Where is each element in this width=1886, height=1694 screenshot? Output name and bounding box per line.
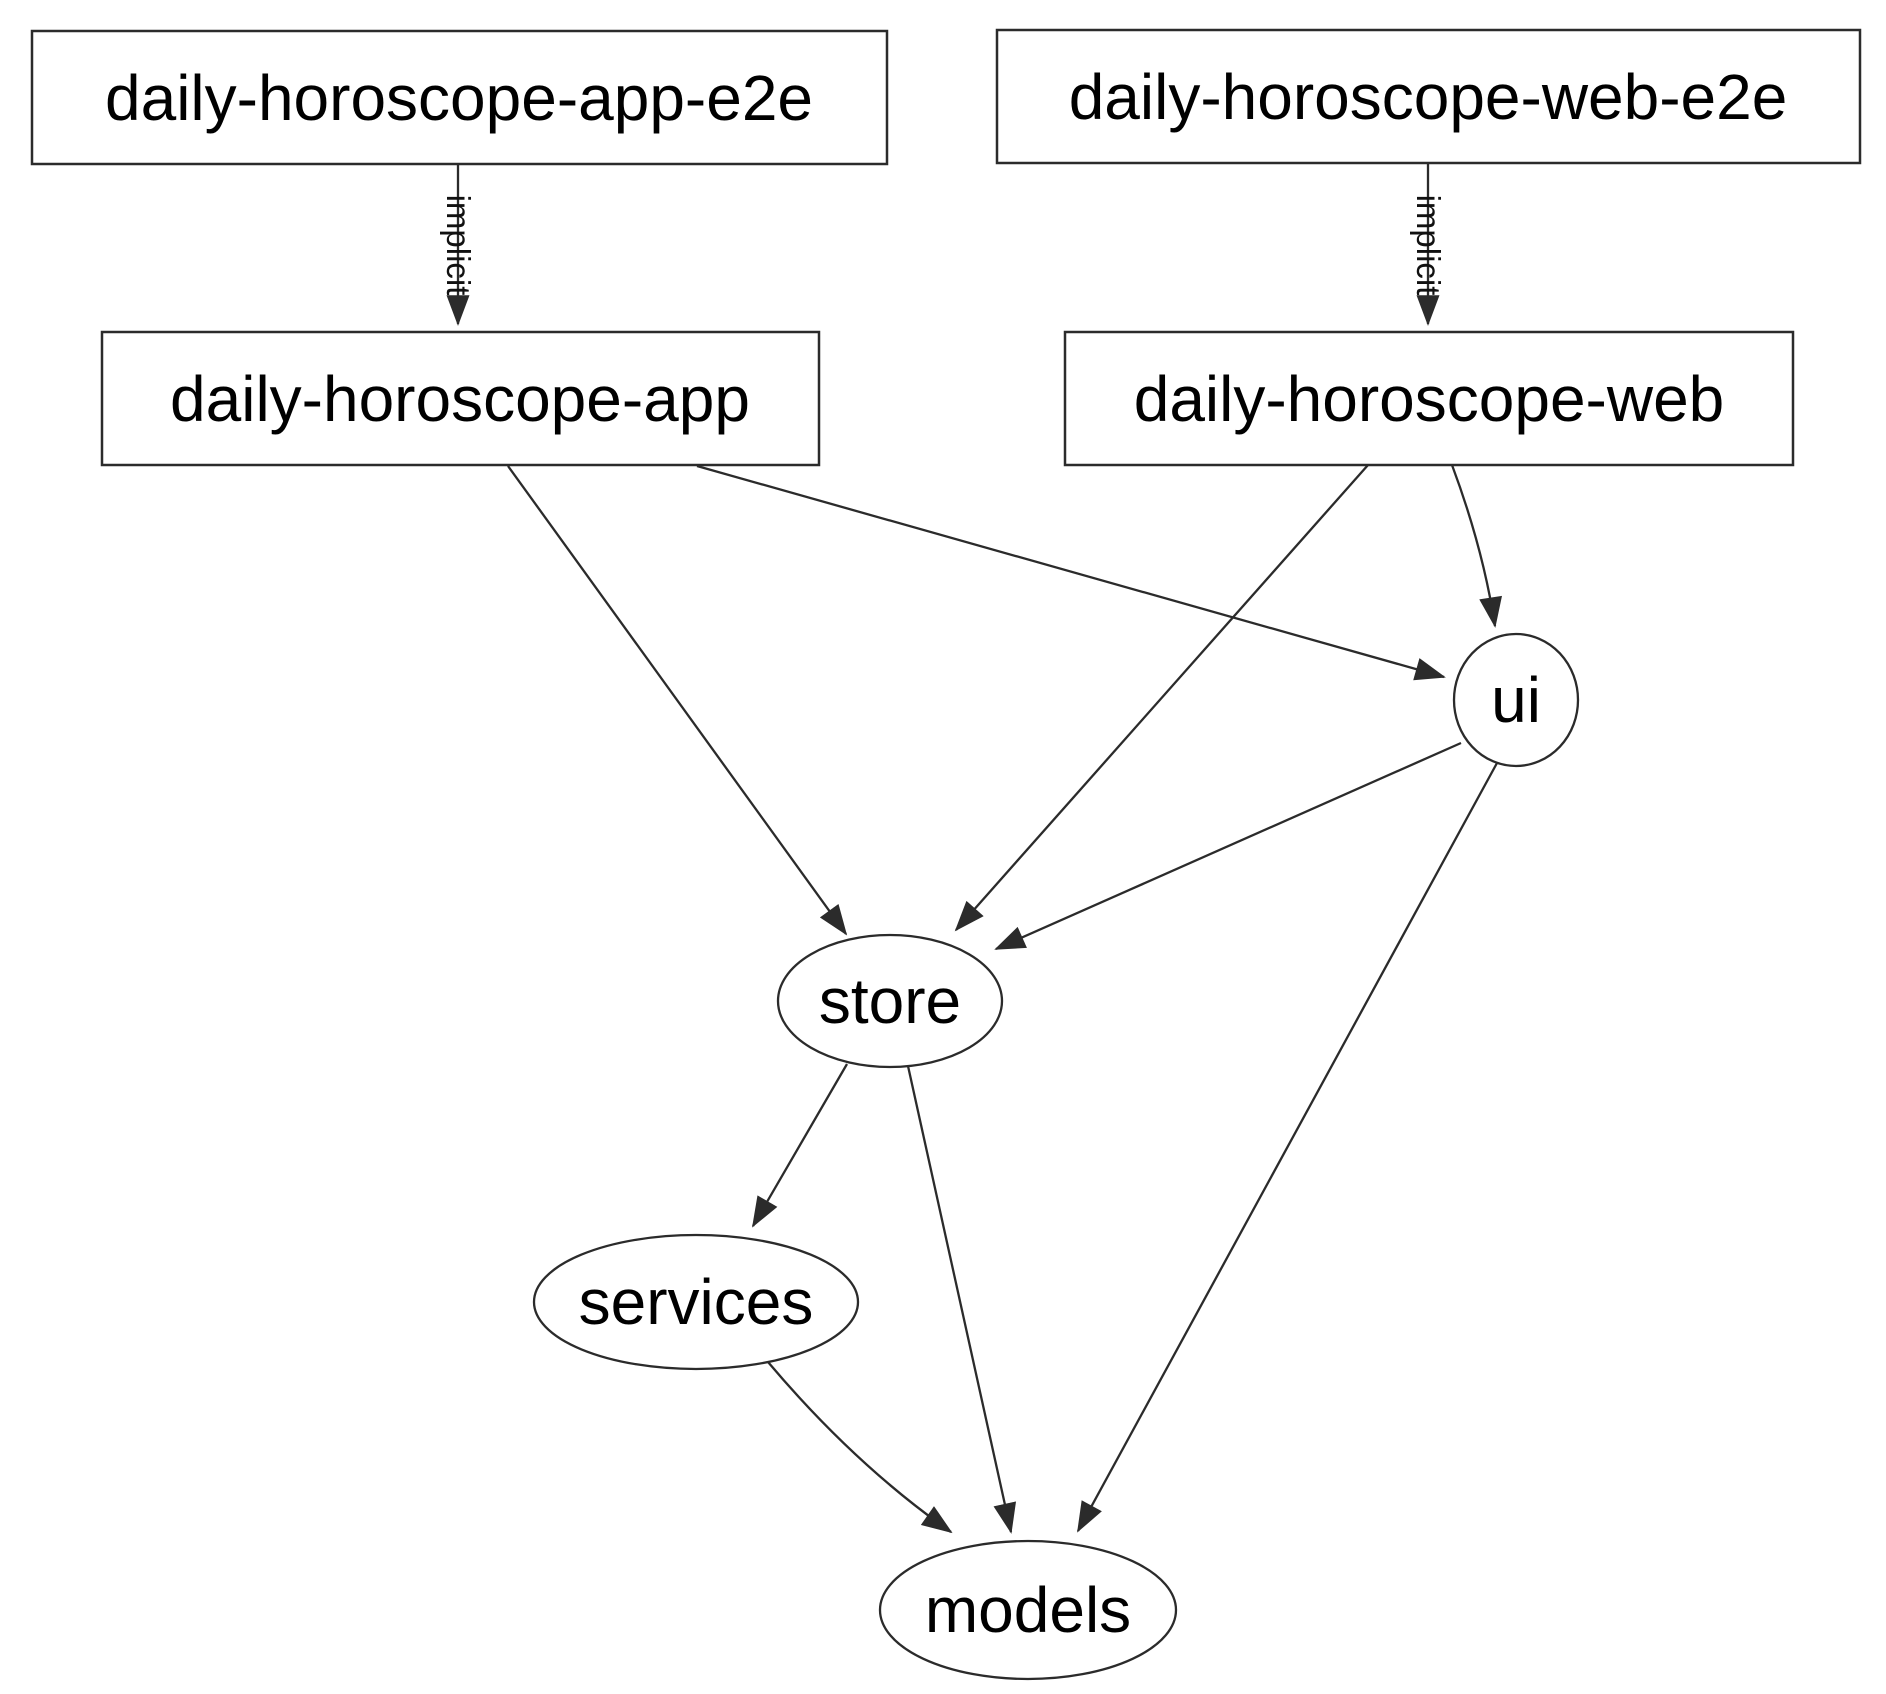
edge-label-implicit-app: implicit (440, 195, 477, 296)
node-daily-horoscope-app-e2e: daily-horoscope-app-e2e (30, 29, 889, 166)
node-ui: ui (1452, 632, 1580, 768)
node-label-daily-horoscope-app-e2e: daily-horoscope-app-e2e (105, 62, 813, 134)
edge-services-to-models (767, 1361, 953, 1534)
node-label-ui: ui (1491, 664, 1541, 736)
node-ellipse-services (532, 1233, 860, 1371)
node-models: models (878, 1539, 1178, 1681)
edge-ui-to-models (1076, 762, 1499, 1533)
node-store: store (776, 933, 1004, 1069)
node-daily-horoscope-app: daily-horoscope-app (100, 330, 821, 467)
node-ellipse-ui (1452, 632, 1580, 768)
node-rect-daily-horoscope-web (1063, 330, 1795, 467)
node-rect-daily-horoscope-app (100, 330, 821, 467)
node-ellipse-store (776, 933, 1004, 1069)
node-rect-daily-horoscope-web-e2e (995, 28, 1862, 165)
node-daily-horoscope-web-e2e: daily-horoscope-web-e2e (995, 28, 1862, 165)
edge-store-to-models (906, 1065, 1017, 1534)
node-services: services (532, 1233, 860, 1371)
node-ellipse-models (878, 1539, 1178, 1681)
edge-store-to-services (752, 1063, 848, 1228)
edge-web-to-ui (1450, 464, 1502, 628)
node-label-daily-horoscope-app: daily-horoscope-app (170, 363, 750, 435)
edge-app-to-ui (696, 464, 1446, 681)
node-label-services: services (579, 1266, 814, 1338)
node-label-daily-horoscope-web: daily-horoscope-web (1134, 363, 1725, 435)
node-rect-daily-horoscope-app-e2e (30, 29, 889, 166)
edge-label-implicit-web: implicit (1410, 195, 1447, 296)
node-daily-horoscope-web: daily-horoscope-web (1063, 330, 1795, 467)
node-label-store: store (819, 965, 961, 1037)
edge-group: implicit implicit (440, 163, 1502, 1534)
node-label-models: models (925, 1574, 1131, 1646)
node-label-daily-horoscope-web-e2e: daily-horoscope-web-e2e (1069, 61, 1788, 133)
edge-ui-to-store (994, 741, 1462, 951)
edge-app-to-store (507, 465, 848, 936)
edge-web-to-store (954, 464, 1369, 932)
